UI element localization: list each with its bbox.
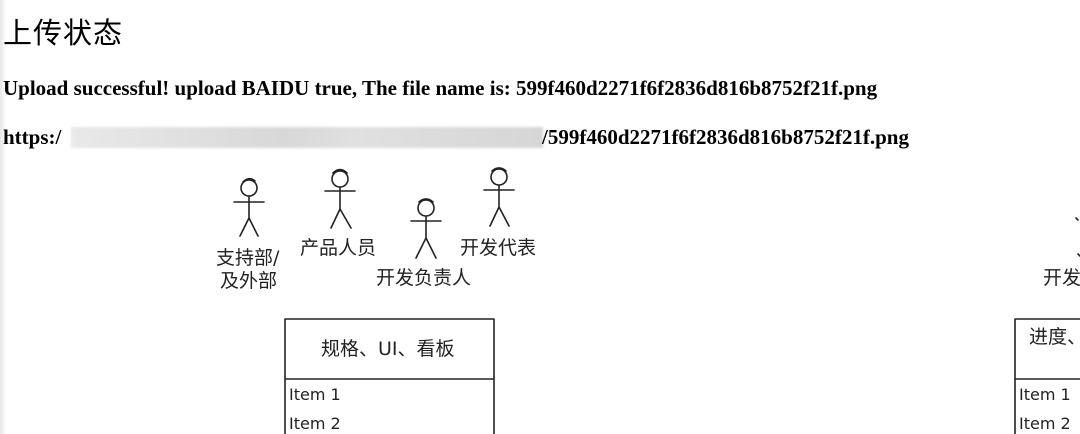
actor-1-label-line1: 支持部/	[216, 247, 280, 269]
progress-table	[1014, 217, 1080, 434]
sketch-diagram: 支持部/ 及外部 产品人员 开发负责人 开发代表 规格、UI、看板 Item 1…	[216, 167, 1080, 434]
stick-figure-4	[483, 167, 515, 227]
actor-3-label: 开发负责人	[376, 267, 471, 289]
url-suffix: /599f460d2271f6f2836d816b8752f21f.png	[542, 125, 909, 149]
progress-table-item: Item 1	[1019, 385, 1071, 404]
uploaded-file-url[interactable]: https:/ /599f460d2271f6f2836d816b8752f21…	[3, 124, 909, 150]
uploaded-image-preview: 支持部/ 及外部 产品人员 开发负责人 开发代表 规格、UI、看板 Item 1…	[0, 160, 1080, 434]
spec-table-item: Item 2	[289, 414, 341, 433]
actor-1-label-line2: 及外部	[220, 270, 277, 292]
progress-table-header: 进度、	[1029, 326, 1080, 348]
actor-4-label: 开发代表	[460, 237, 536, 259]
stick-figure-2	[324, 168, 356, 229]
page-edge-shade	[0, 0, 6, 434]
spec-table-header: 规格、UI、看板	[321, 338, 455, 360]
url-prefix: https:/	[3, 125, 62, 149]
right-actor-label: 开发	[1043, 267, 1080, 289]
progress-table-item: Item 2	[1019, 414, 1071, 433]
page-title: 上传状态	[3, 16, 124, 50]
stick-figure-1	[233, 177, 265, 237]
spec-table-item: Item 1	[289, 385, 341, 404]
actor-2-label: 产品人员	[300, 237, 376, 259]
stick-figure-3	[410, 198, 442, 259]
upload-status-message: Upload successful! upload BAIDU true, Th…	[3, 76, 878, 100]
spec-table	[284, 318, 495, 434]
url-redacted-segment	[71, 127, 543, 148]
